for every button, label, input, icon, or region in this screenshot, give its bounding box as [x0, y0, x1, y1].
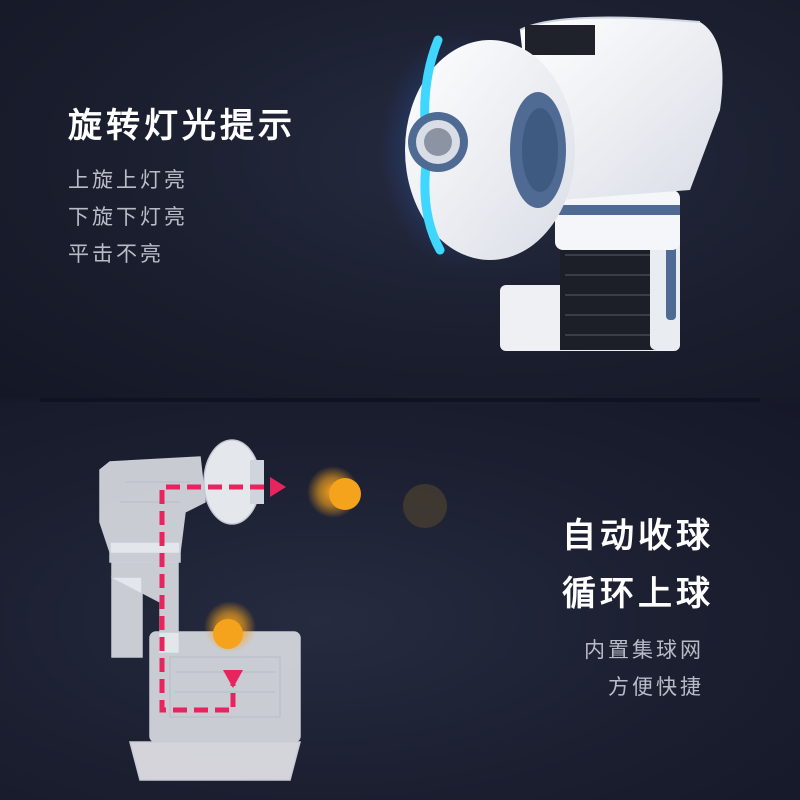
circulation-arrow	[159, 484, 270, 713]
robot-cutaway-image	[99, 439, 447, 781]
collect-description: 内置集球网 方便快捷	[584, 632, 704, 706]
arrow-head-right	[270, 477, 286, 497]
panel-divider	[40, 398, 760, 402]
robot-head-image	[380, 16, 723, 351]
light-indicator-description: 上旋上灯亮 下旋下灯亮 平击不亮	[68, 162, 188, 273]
flat-hit-line: 平击不亮	[68, 242, 164, 266]
built-in-net-line: 内置集球网	[584, 638, 704, 662]
auto-collect-heading: 自动收球	[562, 516, 714, 556]
bottom-panel: 自动收球 循环上球 内置集球网 方便快捷	[0, 402, 800, 800]
convenient-line: 方便快捷	[608, 675, 704, 699]
topspin-line: 上旋上灯亮	[68, 168, 188, 192]
backspin-line: 下旋下灯亮	[68, 205, 188, 229]
faded-ball	[403, 484, 447, 528]
cycle-feed-heading: 循环上球	[562, 574, 714, 614]
top-panel: 旋转灯光提示 上旋上灯亮 下旋下灯亮 平击不亮	[0, 0, 800, 398]
arrow-head-down	[223, 670, 243, 688]
light-indicator-heading: 旋转灯光提示	[68, 106, 296, 146]
arm-shell	[99, 456, 206, 553]
